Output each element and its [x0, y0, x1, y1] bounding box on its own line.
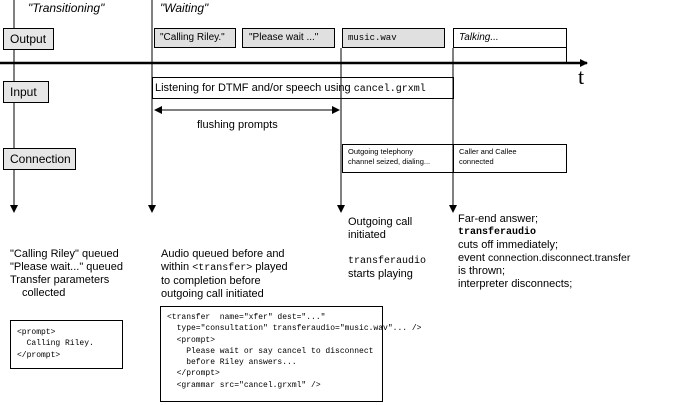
notes-col1-l3: Transfer parameters [10, 274, 110, 286]
connection-outgoing-line2: channel seized, dialing... [348, 156, 431, 166]
connection-outgoing-line1: Outgoing telephony [348, 147, 414, 156]
output-please-wait: "Please wait ..." [242, 28, 335, 48]
notes-col1-l4: collected [22, 287, 66, 299]
transfer-code-line: </prompt> [167, 369, 220, 379]
notes-col4: Far-end answer; transferaudio cuts off i… [458, 213, 630, 291]
output-talking: Talking... [453, 28, 567, 48]
notes-col4-l1: Far-end answer; [458, 213, 539, 225]
transfer-code-line: <grammar src="cancel.grxml" /> [167, 380, 321, 390]
input-listening-text: Listening for DTMF and/or speech using [155, 82, 354, 94]
row-label-input: Input [3, 81, 49, 103]
notes-col2-l1: Audio queued before and [161, 248, 285, 260]
transfer-code-box: <transfer name="xfer" dest="..." type="c… [160, 306, 422, 402]
row-label-connection: Connection [3, 148, 76, 170]
connection-connected-line1: Caller and Callee [459, 147, 517, 156]
notes-col4-l6: interpreter disconnects; [458, 278, 573, 290]
notes-col2-l4: outgoing call initiated [161, 288, 264, 300]
transfer-code-line: <transfer name="xfer" dest="..." [167, 313, 326, 322]
notes-col4-l4b: connection.disconnect.transfer [487, 252, 631, 264]
notes-col2-l2b: <transfer> [192, 263, 253, 274]
prompt-code-box: <prompt> Calling Riley. </prompt> [10, 320, 123, 369]
output-music-wav: music.wav [342, 28, 445, 48]
transfer-code-line: <prompt> [167, 335, 216, 345]
input-grammar: cancel.grxml [353, 84, 426, 95]
prompt-code-line: </prompt> [17, 350, 61, 360]
prompt-code-line: <prompt> [17, 328, 56, 337]
notes-col3-l2: initiated [348, 229, 386, 241]
notes-col3-l3: transferaudio [348, 256, 427, 267]
phase-transitioning: "Transitioning" [28, 1, 105, 15]
notes-col2-l2: within <transfer> played [161, 261, 288, 275]
notes-col3-l1: Outgoing call [348, 216, 413, 228]
notes-col2-l2a: within [161, 261, 193, 273]
time-label: t [578, 64, 585, 89]
notes-col4-l5: is thrown; [458, 265, 506, 277]
talking-right-edge [566, 28, 567, 63]
notes-col4-l4a: event [458, 252, 488, 264]
row-label-output: Output [3, 28, 54, 50]
notes-col1-l1: "Calling Riley" queued [10, 248, 119, 260]
connection-outgoing: Outgoing telephony channel seized, diali… [342, 144, 454, 173]
phase-waiting: "Waiting" [160, 1, 209, 15]
notes-col3-l4: starts playing [348, 268, 413, 280]
notes-col3: Outgoing call initiated transferaudio st… [348, 216, 426, 281]
flushing-label: flushing prompts [197, 119, 278, 131]
notes-col1: "Calling Riley" queued "Please wait..." … [10, 248, 123, 300]
output-calling-riley: "Calling Riley." [154, 28, 236, 48]
transfer-code-line: type="consultation" transferaudio="music… [167, 324, 422, 334]
notes-col1-l2: "Please wait..." queued [10, 261, 123, 273]
connection-connected-line2: connected [459, 156, 494, 166]
input-listening: Listening for DTMF and/or speech using c… [152, 77, 454, 99]
notes-col2-l3: to completion before [161, 275, 261, 287]
notes-col4-l2: transferaudio [458, 227, 537, 238]
connection-connected: Caller and Callee connected [453, 144, 567, 173]
notes-col2: Audio queued before and within <transfer… [161, 248, 288, 301]
notes-col2-l2c: played [252, 261, 288, 273]
notes-col4-l4: event connection.disconnect.transfer [458, 252, 630, 265]
notes-col4-l3: cuts off immediately; [458, 239, 559, 251]
prompt-code-line: Calling Riley. [17, 339, 94, 349]
transfer-code-line: Please wait or say cancel to disconnect [167, 346, 374, 356]
transfer-code-line: before Riley answers... [167, 358, 297, 368]
